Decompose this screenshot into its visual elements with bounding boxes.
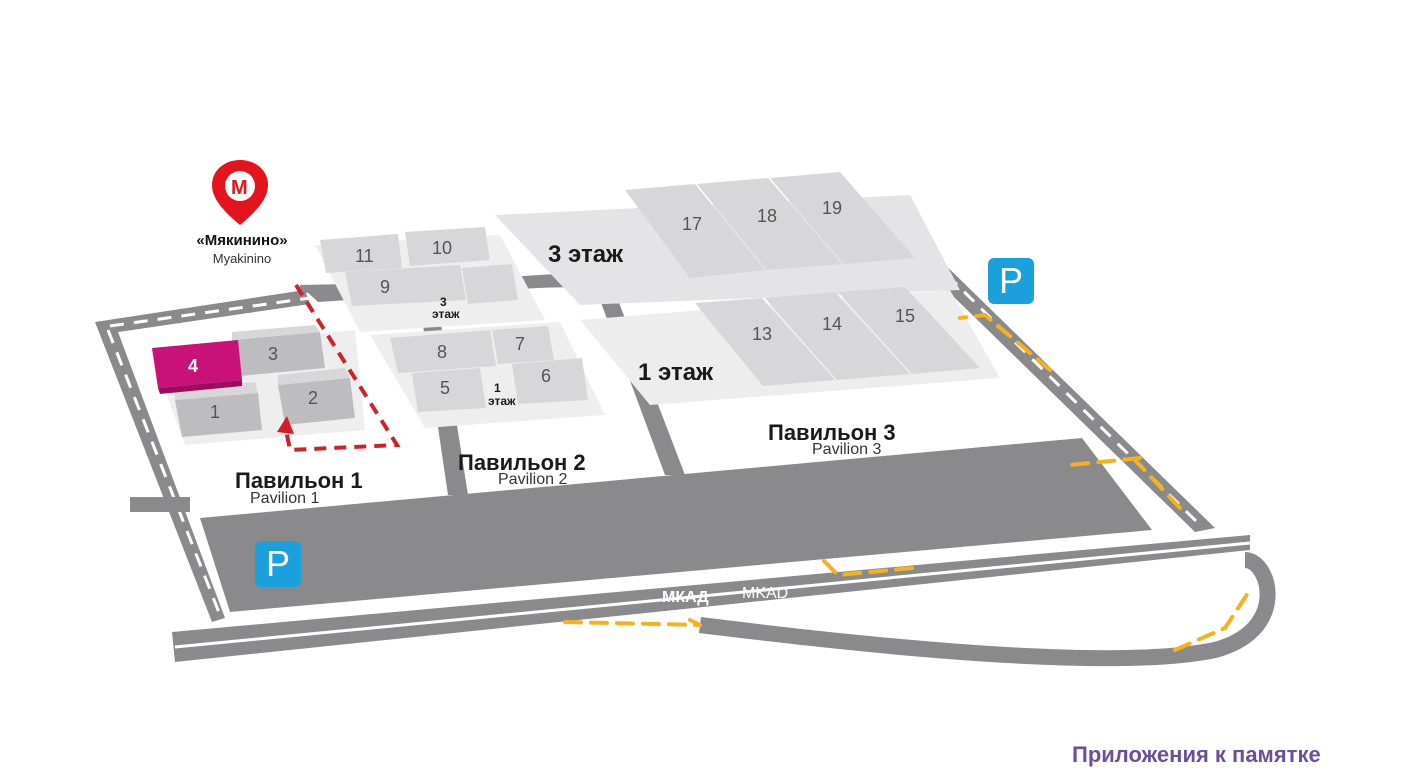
hall-17: 17 <box>625 184 765 278</box>
metro-station-name-en: Myakinino <box>212 251 272 266</box>
pavilion-labels: Павильон 1 Pavilion 1 Павильон 2 Pavilio… <box>235 420 896 507</box>
metro-m-icon: M <box>212 160 268 225</box>
mkad-highway <box>172 535 1276 667</box>
hall-10: 10 <box>405 227 490 266</box>
svg-text:6: 6 <box>541 366 551 386</box>
svg-text:M: M <box>231 177 248 199</box>
hall-8: 8 <box>390 330 496 373</box>
parking-lot <box>200 438 1152 612</box>
svg-text:5: 5 <box>440 378 450 398</box>
svg-text:3 этаж: 3 этаж <box>548 241 624 268</box>
mkad-label: МКАД <box>662 589 709 606</box>
pavilion-1-name: Павильон 1 <box>235 468 363 493</box>
hall-18: 18 <box>697 178 842 270</box>
svg-text:18: 18 <box>757 206 777 226</box>
hall-1: 1 <box>175 382 262 437</box>
svg-text:3: 3 <box>440 295 447 309</box>
svg-text:этаж: этаж <box>488 394 516 408</box>
svg-text:10: 10 <box>432 238 452 258</box>
hall-14: 14 <box>765 292 910 380</box>
hall-15: 15 <box>838 287 980 374</box>
hall-9: 9 <box>345 265 466 306</box>
appendix-heading[interactable]: Приложения к памятке <box>1072 742 1321 767</box>
svg-text:3: 3 <box>268 344 278 364</box>
hall-6: 6 <box>512 358 588 404</box>
pavilion-3-name: Павильон 3 <box>768 420 896 445</box>
svg-text:1: 1 <box>494 381 501 395</box>
hall-11: 11 <box>320 234 402 273</box>
svg-text:15: 15 <box>895 306 915 326</box>
parking-icon-south: P <box>255 541 301 587</box>
hall-4-highlighted: 4 <box>152 340 242 394</box>
parking-icon-east: P <box>988 258 1034 304</box>
hall-7: 7 <box>492 326 554 364</box>
svg-text:8: 8 <box>437 342 447 362</box>
svg-text:14: 14 <box>822 314 842 334</box>
pavilion-1-halls: 1 2 3 4 <box>150 325 365 445</box>
svg-text:4: 4 <box>188 356 198 376</box>
hall-19: 19 <box>770 172 915 264</box>
svg-text:7: 7 <box>515 334 525 354</box>
svg-text:1 этаж: 1 этаж <box>638 359 714 386</box>
pavilion-2-name-en: Pavilion 2 <box>498 471 567 488</box>
svg-text:2: 2 <box>308 388 318 408</box>
pavilion-2-name: Павильон 2 <box>458 450 586 475</box>
svg-text:1: 1 <box>210 402 220 422</box>
hall-13: 13 <box>695 298 835 386</box>
car-routes <box>563 312 1252 652</box>
svg-text:этаж: этаж <box>432 307 460 321</box>
svg-text:9: 9 <box>380 277 390 297</box>
pavilion-3-halls: 17 18 19 3 этаж 13 14 15 1 этаж <box>495 172 1000 405</box>
svg-text:11: 11 <box>355 246 374 266</box>
svg-text:13: 13 <box>752 324 772 344</box>
mkad-label-en: MKAD <box>742 585 788 602</box>
pavilion-1-name-en: Pavilion 1 <box>250 490 319 507</box>
svg-text:17: 17 <box>682 214 702 234</box>
hall-5: 5 <box>412 368 486 412</box>
hall-3: 3 <box>232 325 325 376</box>
hall-2: 2 <box>278 368 355 425</box>
svg-text:19: 19 <box>822 198 842 218</box>
metro-station-name: «Мякинино» <box>196 232 288 249</box>
pavilion-3-name-en: Pavilion 3 <box>812 441 881 458</box>
metro-walk-route <box>277 283 401 453</box>
pavilion-2-halls: 11 10 9 3 этаж 8 7 5 6 1 этаж <box>315 227 605 428</box>
